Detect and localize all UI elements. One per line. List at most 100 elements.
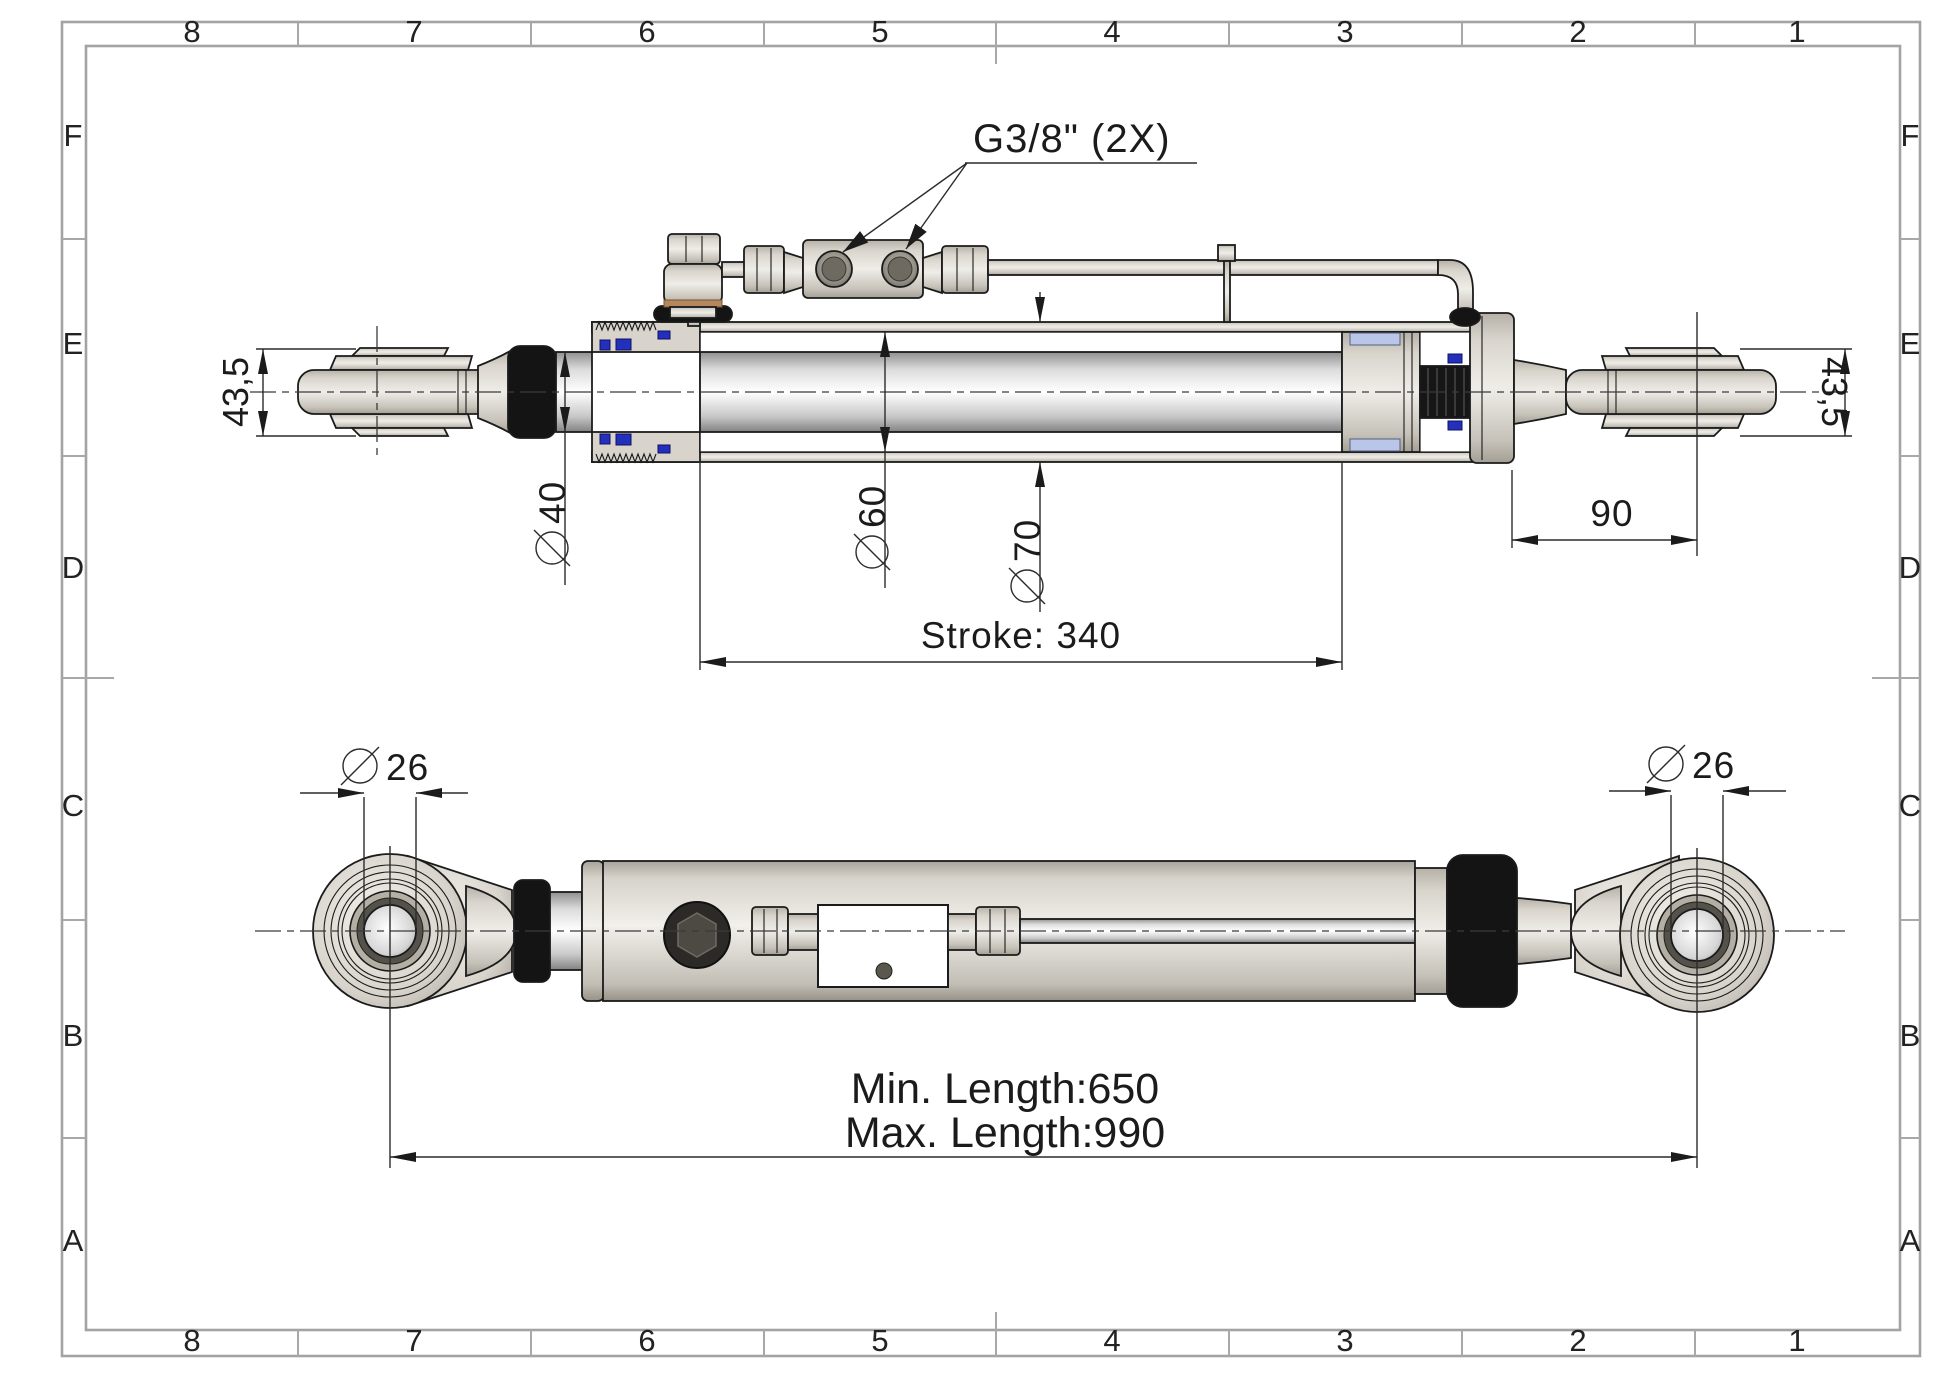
leader-arrow [906, 223, 927, 249]
inner-border [84, 44, 1902, 1332]
dim-eye-bore-right: 26 [1609, 744, 1786, 930]
col-label: 8 [183, 1323, 200, 1358]
dimensions: G3/8" (2X) 43,5 43,5 [215, 117, 1855, 1162]
dim-bore-diameter: 60 [852, 332, 893, 588]
seal [657, 444, 671, 454]
row-label: A [1900, 1223, 1921, 1258]
eye-bore-value: 26 [386, 747, 429, 788]
stroke-value: Stroke: 340 [921, 615, 1121, 656]
dim-eye-offset: 90 [1511, 470, 1697, 548]
row-label: D [1899, 550, 1921, 585]
seal [599, 433, 611, 445]
dim-ball-width-left: 43,5 [215, 348, 356, 437]
tube-diameter-value: 70 [1007, 519, 1048, 562]
col-label: 5 [871, 1323, 888, 1358]
hex-plug [663, 901, 731, 969]
pipe-segment [721, 261, 747, 278]
col-label: 1 [1788, 1323, 1805, 1358]
port-right-bore [887, 256, 913, 282]
seal [657, 330, 671, 340]
outer-border [60, 20, 1922, 1358]
block-hole [875, 962, 893, 980]
steel-pipe [987, 259, 1439, 276]
diameter-symbol [855, 535, 889, 569]
diameter-symbol [1648, 746, 1684, 782]
compression-nut [743, 245, 785, 294]
bore-diameter-value: 60 [852, 485, 893, 528]
row-label: B [63, 1018, 84, 1053]
dim-rod-diameter: 40 [532, 352, 573, 585]
fitting-cone [922, 250, 943, 295]
row-label: F [64, 118, 83, 153]
dim-eye-bore-left: 26 [300, 746, 468, 928]
pipework [653, 233, 1481, 327]
row-label: F [1901, 118, 1920, 153]
col-label: 7 [405, 1323, 422, 1358]
elbow-body [663, 263, 723, 305]
leader-arrow [843, 231, 869, 252]
col-label: 4 [1103, 1323, 1120, 1358]
dim-ball-width-right: 43,5 [1740, 348, 1855, 437]
pipe-clamp [1223, 260, 1231, 323]
row-label: C [1899, 788, 1921, 823]
dim-stroke: Stroke: 340 [699, 458, 1343, 670]
wear-ring [1349, 332, 1401, 346]
max-length-value: Max. Length:990 [845, 1109, 1165, 1157]
rod-diameter-value: 40 [532, 481, 573, 524]
elbow-base [669, 306, 717, 319]
col-label: 1 [1788, 14, 1805, 49]
pipe-grommet [1449, 307, 1481, 327]
thread-zigzag [595, 320, 657, 332]
row-label: C [62, 788, 84, 823]
view-side-section [250, 233, 1848, 556]
col-label: 3 [1336, 1323, 1353, 1358]
wear-ring [1349, 438, 1401, 452]
row-label: E [1900, 326, 1921, 361]
col-label: 2 [1569, 1323, 1586, 1358]
seal [615, 338, 632, 351]
eye-neck [1513, 358, 1567, 426]
col-label: 7 [405, 14, 422, 49]
col-label: 8 [183, 14, 200, 49]
compression-nut [941, 245, 989, 294]
seal [1447, 420, 1463, 431]
diameter-symbol [342, 748, 378, 784]
row-labels-left: F E D C B A [62, 118, 84, 1258]
row-labels-right: F E D C B A [1899, 118, 1921, 1258]
col-label: 5 [871, 14, 888, 49]
col-label: 6 [638, 1323, 655, 1358]
col-label: 3 [1336, 14, 1353, 49]
port-thread-label: G3/8" (2X) [973, 117, 1171, 161]
seal [1447, 353, 1463, 364]
col-label: 4 [1103, 14, 1120, 49]
seal [615, 433, 632, 446]
end-cap [1469, 312, 1567, 464]
grid-dividers [62, 22, 1920, 1356]
row-label: B [1900, 1018, 1921, 1053]
column-labels-bottom: 8 7 6 5 4 3 2 1 [183, 1323, 1805, 1358]
fitting-cone [783, 250, 804, 295]
row-label: A [63, 1223, 84, 1258]
dim-length: Min. Length:650 Max. Length:990 [390, 1065, 1697, 1162]
diameter-symbol [1010, 569, 1044, 603]
row-label: D [62, 550, 84, 585]
row-label: E [63, 326, 84, 361]
column-labels-top: 8 7 6 5 4 3 2 1 [183, 14, 1805, 49]
dim-port-thread: G3/8" (2X) [842, 117, 1197, 253]
diameter-symbol [535, 531, 569, 565]
min-length-value: Min. Length:650 [851, 1065, 1159, 1113]
col-label: 6 [638, 14, 655, 49]
dim-tube-diameter: 70 [1007, 292, 1048, 612]
eye-offset-value: 90 [1590, 493, 1633, 534]
copper-seal [663, 299, 723, 308]
eye-neck-plan [1516, 897, 1572, 965]
port-left-bore [821, 256, 847, 282]
thread-zigzag [595, 452, 657, 464]
seal [599, 339, 611, 351]
view-plan [255, 846, 1845, 1168]
elbow-hex-nut [667, 233, 721, 265]
sheet-frame: 8 7 6 5 4 3 2 1 8 7 6 5 4 3 2 1 F E D C … [60, 14, 1922, 1358]
right-eye-plan [1570, 854, 1775, 1013]
col-label: 2 [1569, 14, 1586, 49]
